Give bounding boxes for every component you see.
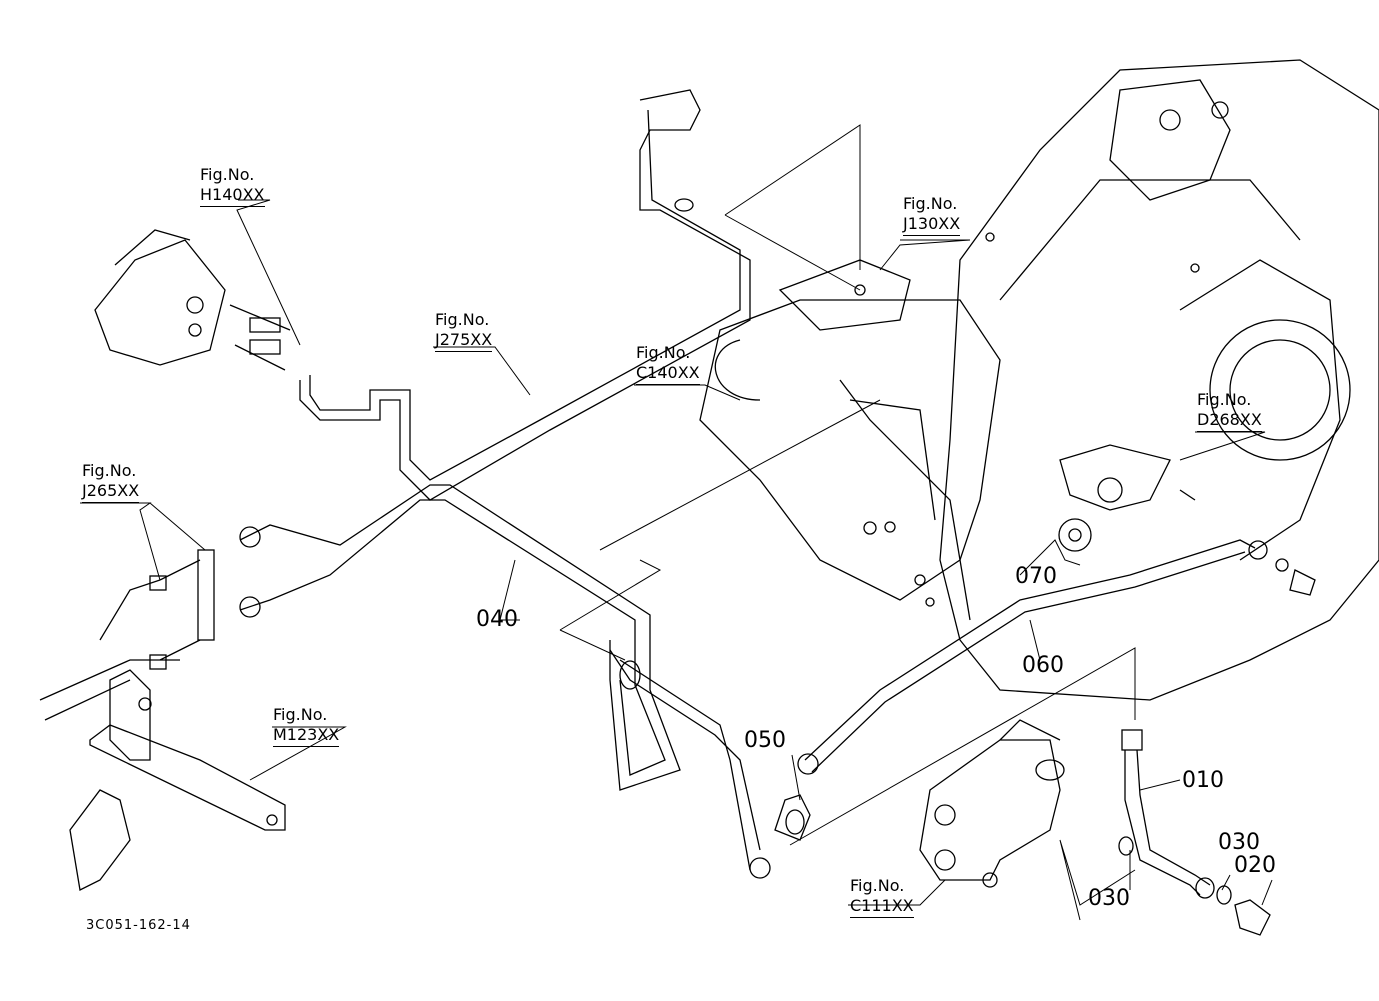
pipe-060 [797,539,1316,775]
part-040: 040 [476,607,518,632]
component-h140 [94,229,291,371]
center-housing [699,259,1001,621]
transmission-housing [939,59,1379,701]
pipe-010 [1118,729,1271,936]
fig-ref-code: J275XX [435,330,493,352]
valve-c111 [919,719,1065,888]
fig-ref-code: M123XX [273,725,340,747]
fig-ref-c140: Fig.No. C140XX [636,343,700,385]
fig-ref-label: Fig.No. [82,461,137,480]
fig-ref-c111: Fig.No. C111XX [850,876,914,918]
drawing-code: 3C051-162-14 [86,918,191,933]
fig-ref-label: Fig.No. [273,705,328,724]
pipes-040 [239,484,771,879]
fig-ref-code: C140XX [636,363,700,385]
fig-ref-d268: Fig.No. D268XX [1197,390,1262,432]
leader-lines [80,124,1273,921]
part-020: 020 [1234,853,1276,878]
fitting-050 [774,794,811,841]
fig-ref-m123: Fig.No. M123XX [273,705,340,747]
fig-ref-label: Fig.No. [435,310,490,329]
fig-ref-code: C111XX [850,896,914,918]
fig-ref-label: Fig.No. [903,194,958,213]
fig-ref-label: Fig.No. [200,165,255,184]
part-010: 010 [1182,768,1224,793]
fig-ref-code: D268XX [1197,410,1262,432]
part-050: 050 [744,728,786,753]
fig-ref-label: Fig.No. [636,343,691,362]
fittings-j265 [39,549,215,721]
fig-ref-j265: Fig.No. J265XX [82,461,140,503]
fig-ref-code: H140XX [200,185,265,207]
fig-ref-j130: Fig.No. J130XX [903,194,961,236]
part-030-left: 030 [1088,886,1130,911]
fig-ref-j275: Fig.No. J275XX [435,310,493,352]
fig-ref-h140: Fig.No. H140XX [200,165,265,207]
tube-j275 [299,89,751,501]
fig-ref-label: Fig.No. [850,876,905,895]
valve-assembly [1058,444,1196,552]
part-030-right: 030 [1218,830,1260,855]
bracket-m123 [69,669,286,891]
part-070: 070 [1015,564,1057,589]
fig-ref-label: Fig.No. [1197,390,1252,409]
fig-ref-code: J265XX [82,481,140,503]
fig-ref-code: J130XX [903,214,961,236]
part-060: 060 [1022,653,1064,678]
